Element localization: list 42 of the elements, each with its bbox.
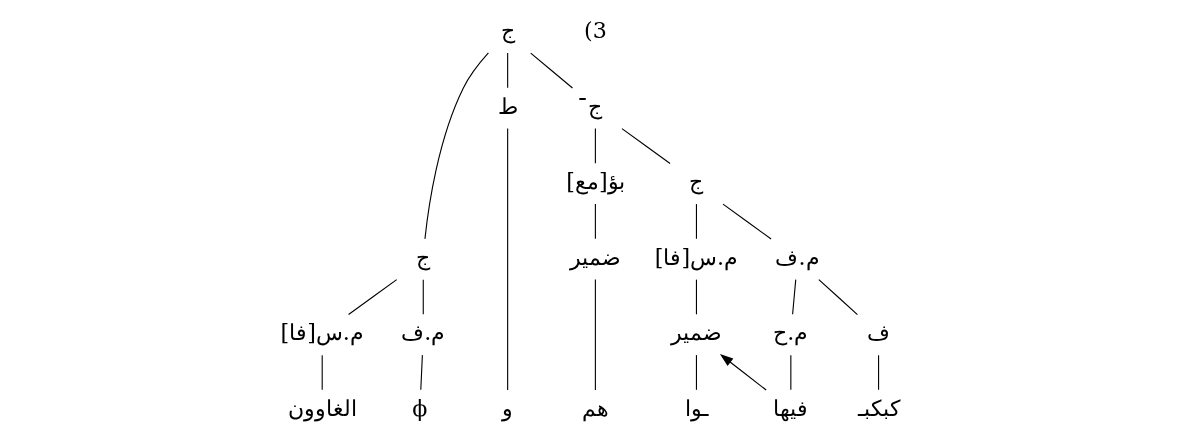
node-text: ضمير xyxy=(569,243,621,270)
node-text: ج xyxy=(416,243,431,270)
connector xyxy=(594,278,596,391)
node-text: و xyxy=(502,394,514,421)
node-text: كبكبـ xyxy=(857,394,900,421)
node-text: ط xyxy=(497,92,518,119)
connector xyxy=(530,52,574,89)
connector xyxy=(792,279,797,315)
node-text: ضمير xyxy=(670,319,722,346)
node-text: ج xyxy=(689,168,704,195)
connector xyxy=(695,279,697,315)
node-text: م.س[فا] xyxy=(280,319,364,346)
connector xyxy=(594,128,596,164)
node-text: فيها xyxy=(773,394,809,421)
node-text: م.ف xyxy=(401,319,446,346)
node-text: ج xyxy=(500,17,515,44)
arrow xyxy=(719,354,767,391)
node-text: الغاوون xyxy=(287,394,357,421)
label: (3 xyxy=(583,17,607,44)
node-text: بؤ[مع] xyxy=(566,168,625,195)
node-text: ف xyxy=(867,319,891,346)
node-text: ـوا xyxy=(684,394,708,421)
connector xyxy=(695,203,697,240)
connector xyxy=(594,203,596,240)
connector xyxy=(507,52,509,89)
connector xyxy=(507,128,509,391)
connector xyxy=(420,354,423,391)
node-text: م.ف xyxy=(775,243,820,270)
connector xyxy=(424,52,489,240)
node-text: م.ح xyxy=(773,319,809,346)
connector xyxy=(818,279,858,316)
node-text: ϕ xyxy=(412,394,428,421)
node-text: هم xyxy=(581,394,609,421)
connector xyxy=(321,354,323,391)
connector xyxy=(790,354,792,391)
connector xyxy=(722,203,772,240)
node-text: م.س[فا] xyxy=(654,243,739,270)
connector xyxy=(621,128,671,165)
connector xyxy=(348,279,398,316)
connector xyxy=(695,354,697,391)
connector xyxy=(422,279,424,315)
connector xyxy=(878,354,880,391)
